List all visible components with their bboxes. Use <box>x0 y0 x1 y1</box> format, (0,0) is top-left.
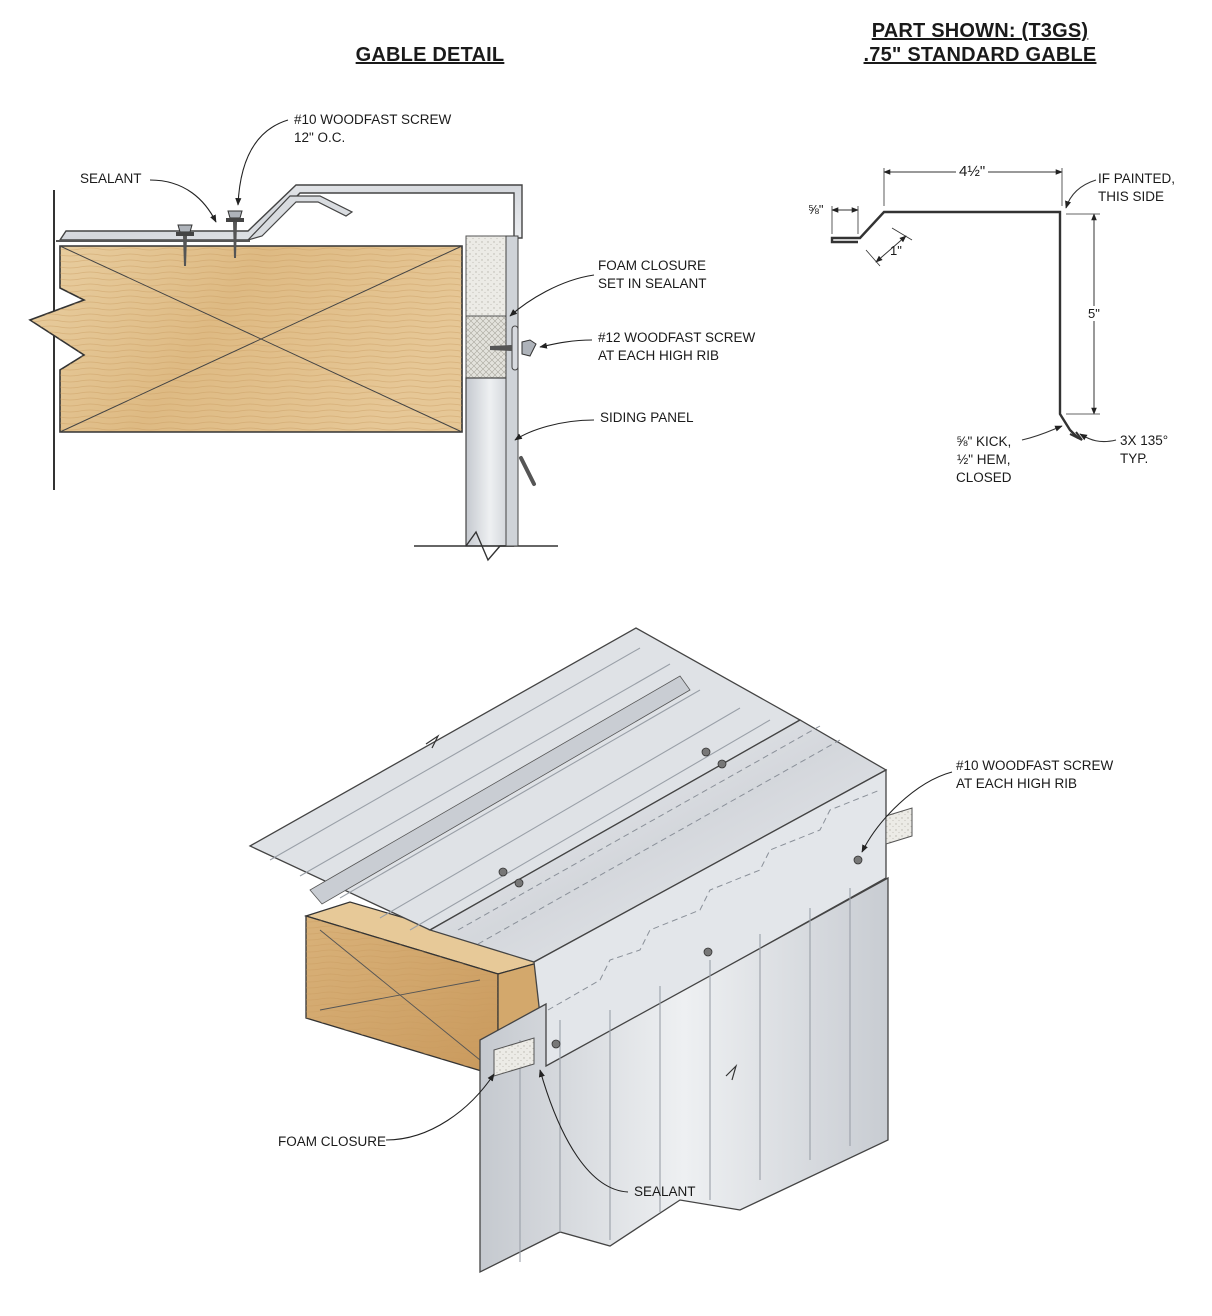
label-iso-screw: #10 WOODFAST SCREW AT EACH HIGH RIB <box>956 758 1114 791</box>
dim-width: 4½" <box>956 163 989 180</box>
woodfast-screw-10 <box>176 210 244 266</box>
label-screw-12: #12 WOODFAST SCREW AT EACH HIGH RIB <box>598 330 756 363</box>
label-iso-foam: FOAM CLOSURE <box>278 1134 387 1149</box>
section-view <box>28 119 595 562</box>
gable-trim <box>246 195 354 242</box>
woodfast-screw-12 <box>490 325 537 371</box>
dim-step: 1" <box>890 243 902 258</box>
label-foam-closure: FOAM CLOSURE SET IN SEALANT <box>598 258 707 291</box>
part-shown-title: PART SHOWN: (T3GS) <box>871 20 1089 42</box>
isometric-view <box>248 627 953 1274</box>
label-siding-panel: SIDING PANEL <box>600 410 694 425</box>
gable-profile <box>830 210 1079 439</box>
label-iso-sealant: SEALANT <box>634 1184 696 1199</box>
label-sealant: SEALANT <box>80 171 142 186</box>
profile-view <box>830 168 1117 443</box>
part-shown-subtitle: .75" STANDARD GABLE <box>863 44 1097 66</box>
gable-detail-title: GABLE DETAIL <box>355 44 505 66</box>
label-if-painted: IF PAINTED, THIS SIDE <box>1098 171 1176 204</box>
label-screw-10: #10 WOODFAST SCREW 12" O.C. <box>294 112 452 145</box>
dim-lip: ⅝" <box>808 202 824 217</box>
iso-foam-closure-right <box>885 807 913 845</box>
label-bends: 3X 135° TYP. <box>1120 433 1169 466</box>
dim-height: 5" <box>1088 306 1100 321</box>
roof-panel <box>58 184 523 241</box>
label-kick-hem: ⅝" KICK, ½" HEM, CLOSED <box>956 434 1012 485</box>
iso-screws <box>498 747 863 1049</box>
foam-closure <box>465 235 507 317</box>
iso-siding-panel <box>479 876 889 1274</box>
iso-foam-closure-left <box>493 1037 535 1077</box>
